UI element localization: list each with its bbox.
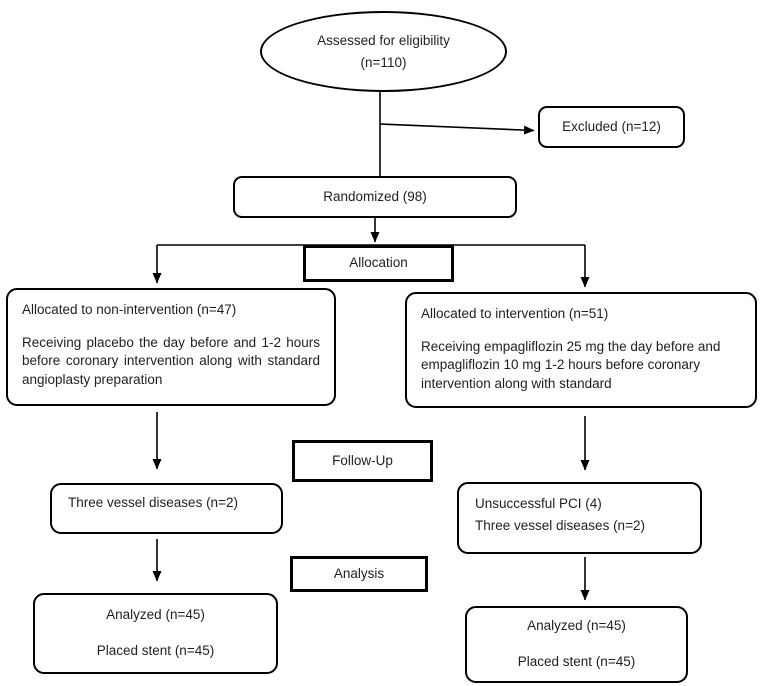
- analysis-control-line2: Placed stent (n=45): [96, 643, 215, 658]
- analysis-band: Analysis: [290, 556, 428, 592]
- allocated-control-title: Allocated to non-intervention (n=47): [22, 302, 237, 317]
- followup-intervention-node: Unsuccessful PCI (4) Three vessel diseas…: [457, 482, 702, 554]
- allocated-intervention-title: Allocated to intervention (n=51): [421, 306, 609, 321]
- excluded-node: Excluded (n=12): [538, 106, 685, 148]
- analysis-control-node: Analyzed (n=45) Placed stent (n=45): [33, 593, 278, 674]
- followup-band: Follow-Up: [292, 440, 433, 482]
- randomized-label: Randomized (98): [323, 188, 427, 204]
- analysis-intervention-line2: Placed stent (n=45): [517, 654, 636, 669]
- eligibility-node: Assessed for eligibility (n=110): [260, 11, 507, 92]
- allocated-control-body: Receiving placebo the day before and 1-2…: [22, 334, 320, 387]
- followup-control-node: Three vessel diseases (n=2): [50, 483, 283, 534]
- excluded-label: Excluded (n=12): [562, 118, 661, 134]
- followup-intervention-line1: Unsuccessful PCI (4): [475, 496, 602, 511]
- analysis-band-label: Analysis: [333, 565, 385, 581]
- eligibility-text-line2: (n=110): [360, 54, 407, 70]
- followup-control-line1: Three vessel diseases (n=2): [68, 495, 238, 510]
- allocated-intervention-node: Allocated to intervention (n=51) Receivi…: [405, 292, 757, 408]
- allocation-band-label: Allocation: [349, 255, 408, 271]
- randomized-node: Randomized (98): [233, 176, 517, 218]
- allocated-intervention-body: Receiving empagliflozin 25 mg the day be…: [421, 338, 721, 391]
- followup-band-label: Follow-Up: [332, 452, 393, 468]
- followup-intervention-line2: Three vessel diseases (n=2): [475, 518, 645, 534]
- arrow-to-excluded: [379, 123, 535, 135]
- analysis-intervention-node: Analyzed (n=45) Placed stent (n=45): [465, 606, 688, 683]
- allocation-band: Allocation: [303, 245, 454, 282]
- allocated-control-node: Allocated to non-intervention (n=47) Rec…: [6, 288, 336, 406]
- analysis-control-line1: Analyzed (n=45): [106, 607, 205, 623]
- analysis-intervention-line1: Analyzed (n=45): [527, 618, 626, 634]
- eligibility-text-line1: Assessed for eligibility: [317, 32, 450, 48]
